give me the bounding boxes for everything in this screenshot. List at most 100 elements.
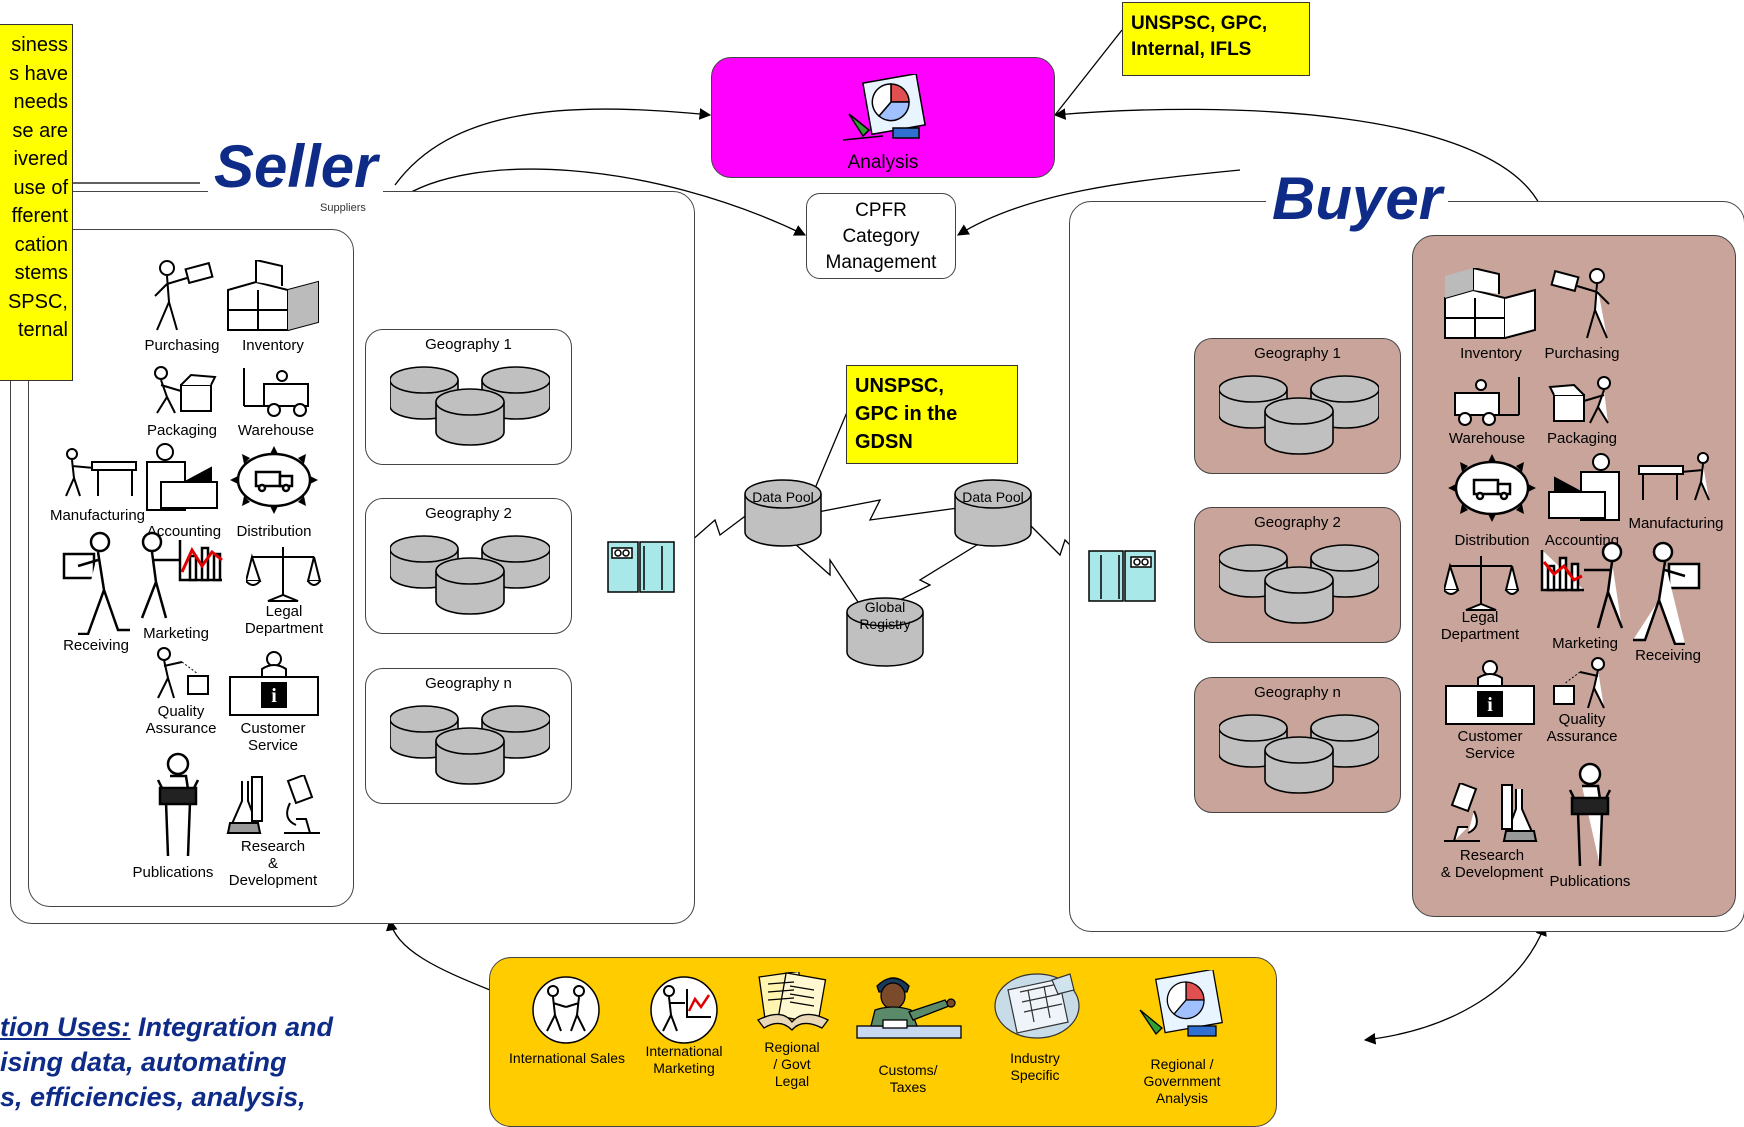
buyer-manufacturing-label: Manufacturing bbox=[1628, 515, 1724, 532]
publications-icon bbox=[156, 752, 200, 857]
database-cluster-icon bbox=[1219, 544, 1379, 624]
database-cluster-icon bbox=[390, 705, 550, 785]
data-pool-left-icon bbox=[744, 479, 822, 547]
buyer-geography-1-label: Geography 1 bbox=[1254, 345, 1341, 362]
analysis-label: Analysis bbox=[847, 152, 919, 173]
legal-handshake-icon bbox=[757, 972, 829, 1031]
scales-icon bbox=[246, 547, 321, 602]
buyer-cpfr-arrow bbox=[957, 169, 1241, 236]
top-note: UNSPSC, GPC, Internal, IFLS bbox=[1122, 2, 1310, 76]
customs-officer-icon bbox=[856, 977, 962, 1039]
bolt-seller-pool bbox=[674, 504, 761, 556]
buyer-packaging-label: Packaging bbox=[1546, 430, 1618, 447]
buyer-geography-2-label: Geography 2 bbox=[1254, 514, 1341, 531]
uses-line-3: s, efficiencies, analysis, bbox=[0, 1082, 306, 1112]
publications-icon bbox=[1568, 762, 1612, 867]
manufacturing-label: Manufacturing bbox=[49, 507, 146, 524]
legal-label: Legal Department bbox=[244, 603, 324, 637]
research-icon bbox=[226, 775, 320, 834]
inventory-icon bbox=[227, 260, 319, 331]
database-cluster-icon bbox=[390, 366, 550, 446]
top-note-pointer bbox=[1054, 29, 1123, 116]
seller-geography-1: Geography 1 bbox=[365, 329, 572, 465]
buyer-geography-n-label: Geography n bbox=[1254, 684, 1341, 701]
marketing-icon bbox=[140, 531, 223, 619]
warehouse-label: Warehouse bbox=[237, 422, 315, 439]
analysis-chart-icon bbox=[842, 74, 926, 141]
distribution-label: Distribution bbox=[236, 523, 312, 540]
accounting-label: Accounting bbox=[146, 523, 222, 540]
bolt-pool-registry-right bbox=[879, 539, 986, 611]
marketing-label: Marketing bbox=[143, 625, 209, 642]
buyer-geography-n: Geography n bbox=[1194, 677, 1401, 813]
buyer-server-icon bbox=[1088, 550, 1156, 602]
buyer-distribution-label: Distribution bbox=[1454, 532, 1530, 549]
svg-text:i: i bbox=[1487, 694, 1493, 716]
buyer-marketing-label: Marketing bbox=[1552, 635, 1618, 652]
bottom-item-6: Regional / Government Analysis bbox=[1143, 1056, 1221, 1106]
publications-label: Publications bbox=[132, 864, 214, 881]
bottom-seller-arrow bbox=[385, 918, 491, 991]
buyer-warehouse-label: Warehouse bbox=[1448, 430, 1526, 447]
analysis-box: Analysis bbox=[711, 57, 1055, 178]
receiving-icon bbox=[1633, 541, 1701, 645]
packaging-icon bbox=[1548, 376, 1611, 424]
forklift-icon bbox=[243, 368, 309, 417]
database-cluster-icon bbox=[1219, 375, 1379, 455]
bolt-pool-registry-left bbox=[784, 534, 861, 606]
inventory-label: Inventory bbox=[242, 337, 304, 354]
global-registry-icon bbox=[846, 597, 924, 667]
uses-line-1: tion Uses: Integration and bbox=[0, 1010, 480, 1045]
quality-icon bbox=[1553, 657, 1605, 709]
accounting-icon bbox=[1548, 453, 1620, 521]
uses-line-2: ising data, automating bbox=[0, 1047, 287, 1077]
analysis-small-icon bbox=[1139, 970, 1224, 1037]
accounting-icon bbox=[146, 443, 218, 511]
cpfr-label: CPFR Category Management bbox=[825, 200, 937, 273]
industry-blueprint-icon bbox=[994, 973, 1080, 1039]
buyer-quality-label: Quality Assurance bbox=[1546, 711, 1618, 745]
data-pool-right-label: Data Pool bbox=[962, 489, 1024, 505]
handshake-people-icon bbox=[532, 976, 600, 1044]
receiving-label: Receiving bbox=[63, 637, 129, 654]
seller-geography-1-label: Geography 1 bbox=[425, 336, 512, 353]
uses-line-1-rest: Integration and bbox=[130, 1012, 334, 1042]
buyer-analysis-arrow bbox=[1053, 108, 1541, 206]
buyer-geography-1: Geography 1 bbox=[1194, 338, 1401, 474]
seller-server-icon bbox=[607, 541, 675, 593]
bottom-item-3: Regional / Govt Legal bbox=[764, 1039, 820, 1089]
database-cluster-icon bbox=[1219, 714, 1379, 794]
purchasing-icon bbox=[1550, 268, 1610, 339]
research-icon bbox=[1444, 783, 1538, 842]
receiving-icon bbox=[62, 531, 130, 635]
buyer-accounting-label: Accounting bbox=[1544, 532, 1620, 549]
bottom-item-5: Industry Specific bbox=[1010, 1050, 1060, 1083]
marketing-circle-icon bbox=[650, 976, 718, 1044]
purchasing-icon bbox=[154, 260, 214, 331]
data-pool-right-icon bbox=[954, 479, 1032, 547]
customer-service-label: Customer Service bbox=[240, 720, 306, 754]
bolt-pool-pool bbox=[817, 499, 959, 521]
bottom-buyer-arrow bbox=[1363, 923, 1547, 1045]
mid-note: UNSPSC, GPC in the GDSN bbox=[846, 365, 1018, 464]
global-registry-label: Global Registry bbox=[859, 599, 911, 632]
buyer-inventory-label: Inventory bbox=[1460, 345, 1522, 362]
top-note-text: UNSPSC, GPC, Internal, IFLS bbox=[1131, 13, 1268, 60]
data-pool-left-label: Data Pool bbox=[752, 489, 814, 505]
quality-icon bbox=[157, 647, 209, 699]
mid-note-text: UNSPSC, GPC in the GDSN bbox=[855, 375, 958, 453]
buyer-title: Buyer bbox=[1266, 166, 1449, 232]
bottom-item-2: International Marketing bbox=[645, 1043, 723, 1076]
uses-heading: tion Uses: bbox=[0, 1012, 131, 1042]
forklift-icon bbox=[1454, 377, 1520, 426]
left-note-text: siness s have needs se are ivered use of… bbox=[7, 34, 68, 341]
buyer-legal-label: Legal Department bbox=[1440, 609, 1520, 643]
bottom-item-1: International Sales bbox=[509, 1050, 625, 1066]
buyer-purchasing-label: Purchasing bbox=[1544, 345, 1620, 362]
uses-text-block: tion Uses: Integration and ising data, a… bbox=[0, 1010, 480, 1115]
scales-icon bbox=[1444, 556, 1519, 611]
buyer-geography-2: Geography 2 bbox=[1194, 507, 1401, 643]
seller-geography-n-label: Geography n bbox=[425, 675, 512, 692]
quality-label: Quality Assurance bbox=[145, 703, 217, 737]
